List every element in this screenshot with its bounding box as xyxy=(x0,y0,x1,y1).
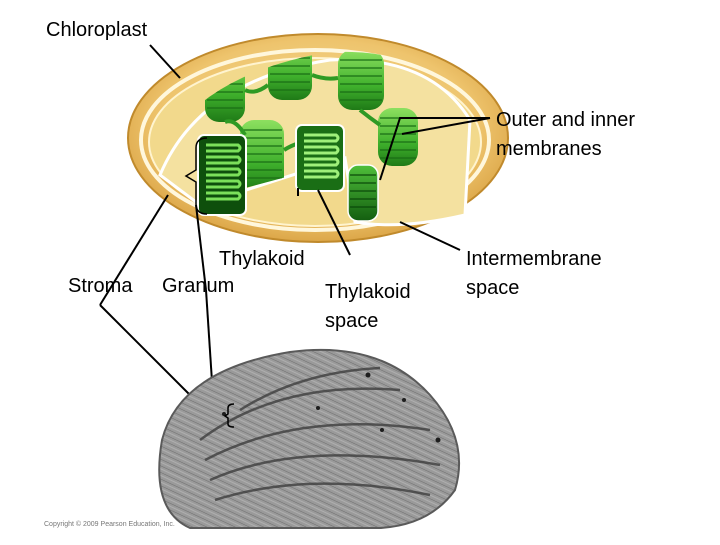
granum-cross-section xyxy=(197,134,247,216)
copyright-notice: Copyright © 2009 Pearson Education, Inc. xyxy=(44,521,175,528)
electron-micrograph xyxy=(158,348,461,529)
label-thylakoid-space-line2: space xyxy=(325,310,379,332)
label-granum: Granum xyxy=(162,275,235,297)
granum-cross-section xyxy=(295,124,345,192)
label-intermembrane-space-line1: Intermembrane xyxy=(466,248,602,270)
label-outer-inner-membranes-line2: membranes xyxy=(496,138,602,160)
granum-bracket xyxy=(184,137,208,215)
granum-stack xyxy=(338,51,384,110)
label-thylakoid: Thylakoid xyxy=(219,248,305,270)
granum-stack xyxy=(240,120,284,192)
label-intermembrane-space-line2: space xyxy=(466,277,520,299)
label-stroma: Stroma xyxy=(68,275,133,297)
micrograph-granum-bracket xyxy=(223,403,235,428)
granum-stack xyxy=(378,108,418,166)
label-thylakoid-space-line1: Thylakoid xyxy=(325,281,411,303)
granum-cross-section xyxy=(347,164,379,222)
label-outer-inner-membranes-line1: Outer and inner xyxy=(496,109,635,131)
label-chloroplast: Chloroplast xyxy=(46,19,148,41)
